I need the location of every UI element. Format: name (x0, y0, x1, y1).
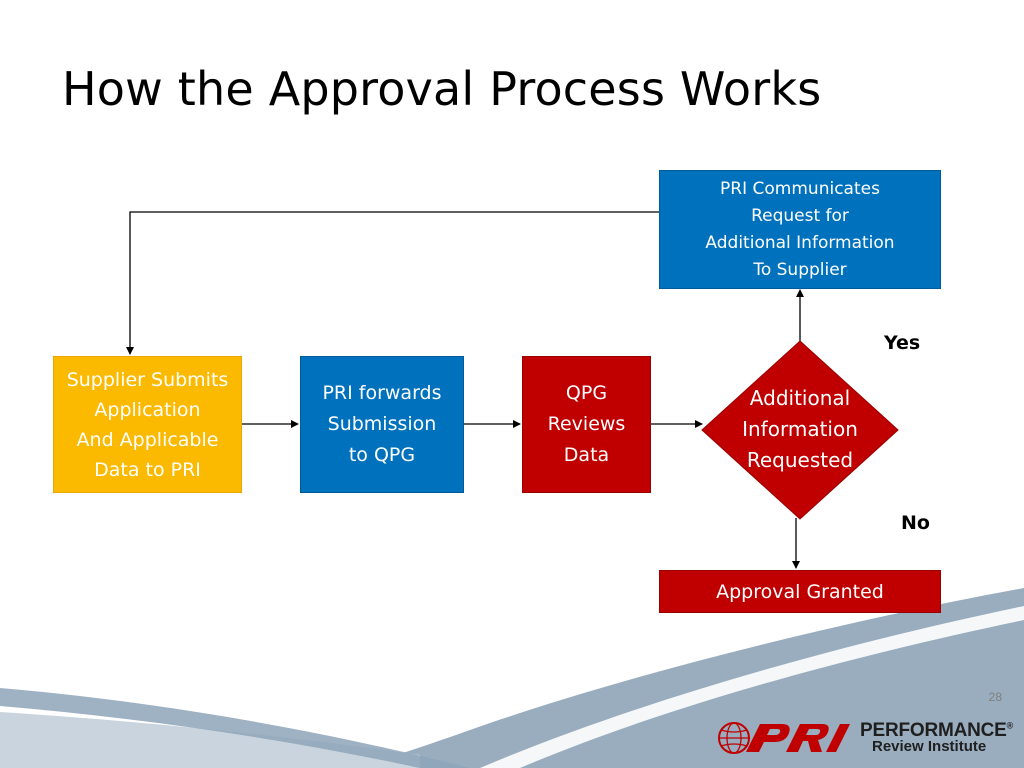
pri-forwards-box: PRI forwards Submission to QPG (300, 356, 464, 493)
background-swoosh (0, 588, 1024, 768)
pri-logo-mark (718, 722, 850, 754)
logo-line1: PERFORMANCE (860, 720, 1007, 741)
slide-title: How the Approval Process Works (62, 62, 822, 116)
pri-communicates-box: PRI Communicates Request for Additional … (659, 170, 941, 289)
arrow-feedback-to-supplier (126, 211, 659, 355)
decision-diamond (701, 340, 899, 520)
qpg-reviews-box: QPG Reviews Data (522, 356, 651, 493)
page-number: 28 (988, 690, 1002, 704)
logo-performance-text: PERFORMANCE® (860, 720, 1013, 742)
yes-label: Yes (884, 332, 921, 354)
logo-registered-mark: ® (1006, 720, 1014, 731)
pri-logo: PERFORMANCE® Review Institute (712, 716, 1013, 760)
supplier-submits-box: Supplier Submits Application And Applica… (53, 356, 242, 493)
logo-review-text: Review Institute (872, 738, 987, 755)
decision-label: Additional Information Requested (742, 386, 858, 472)
approval-granted-box: Approval Granted (659, 570, 941, 613)
no-label: No (901, 512, 930, 534)
